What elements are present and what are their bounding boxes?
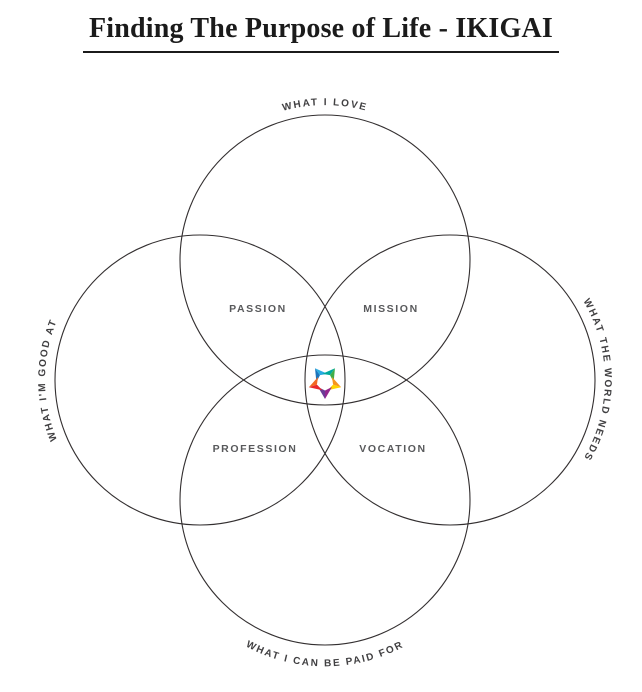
circle-label-top: WHAT I LOVE [281,97,369,114]
label-profession: PROFESSION [213,443,298,455]
label-vocation: VOCATION [359,443,426,455]
star-arm-blue-dark [315,368,321,383]
circle-label-right: WHAT THE WORLD NEEDS [581,297,613,463]
star-arm-green [329,368,335,383]
label-passion: PASSION [229,303,287,315]
circle-label-left: WHAT I'M GOOD AT [37,317,60,443]
circle-what-i-can-be-paid-for [179,354,471,646]
star-arm-yellow [327,384,342,391]
label-mission: MISSION [363,303,419,315]
circle-what-im-good-at [54,234,346,526]
page-title: Finding The Purpose of Life - IKIGAI [82,13,560,53]
star-arm-purple-dark [318,387,325,399]
circle-what-i-love [179,114,471,406]
ikigai-star-icon [308,368,342,399]
title-bar: Finding The Purpose of Life - IKIGAI [0,0,642,53]
star-arm-red [308,384,323,391]
star-arm-teal [322,368,335,376]
circle-what-the-world-needs [304,234,596,526]
circle-label-bottom: WHAT I CAN BE PAID FOR [244,639,406,669]
star-arm-purple [325,387,332,399]
